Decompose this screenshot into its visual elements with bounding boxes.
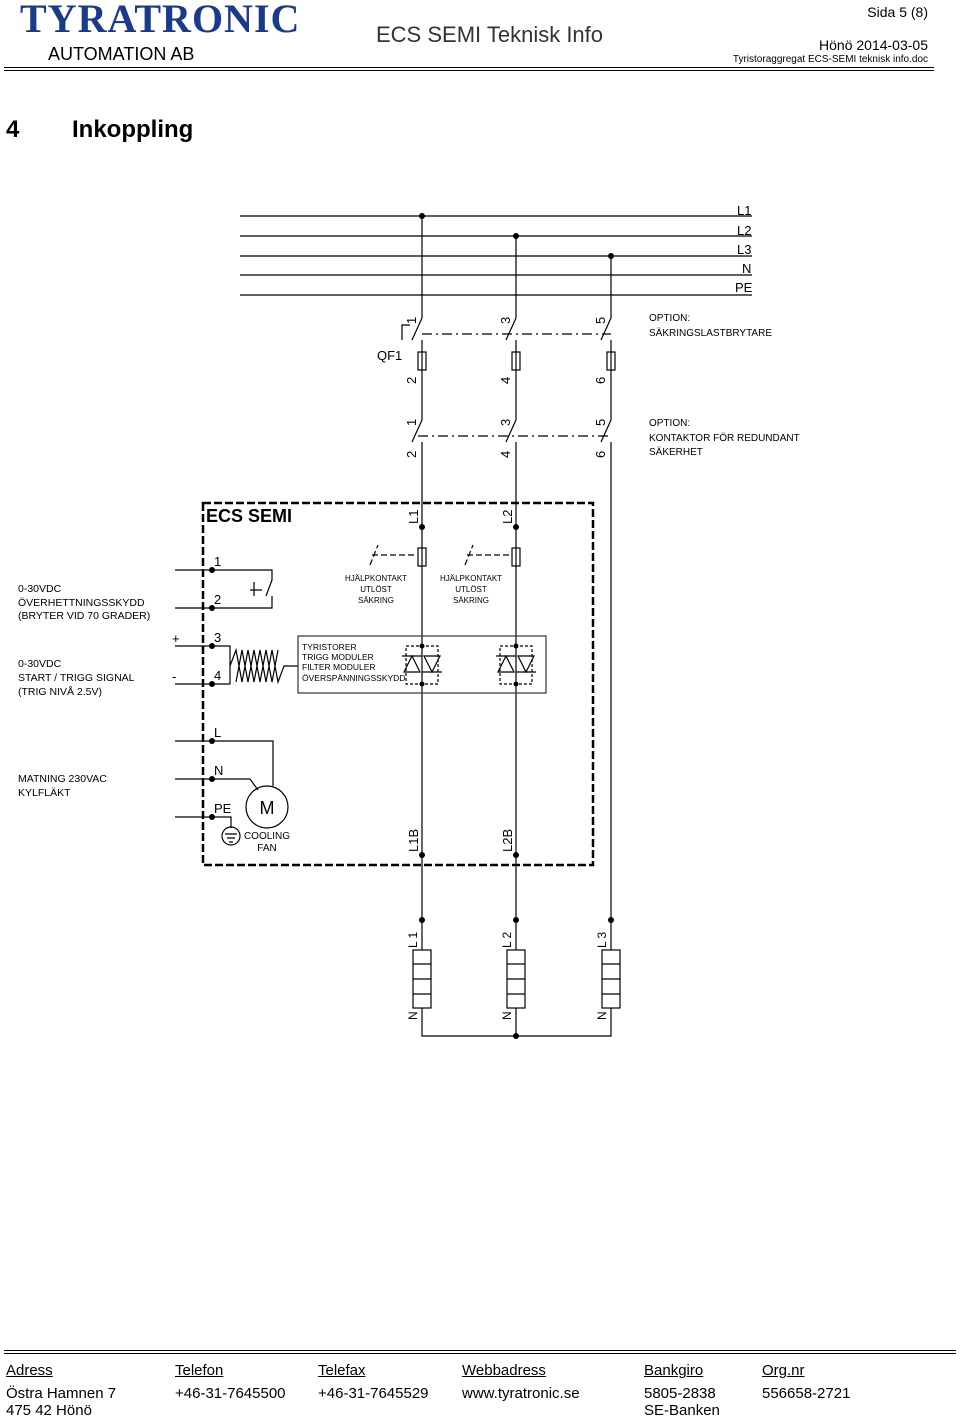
terminal-3: 3 [214, 630, 221, 645]
load1-top: L 1 [406, 931, 420, 948]
unit-l1: L1 [406, 510, 421, 524]
aux2-label-1: HJÄLPKONTAKT [440, 574, 502, 583]
out-l2b: L2B [500, 829, 515, 852]
signal1-note: (BRYTER VID 70 GRADER) [18, 610, 150, 622]
feed-label: MATNING 230VAC [18, 773, 107, 785]
terminal-1: 1 [214, 554, 221, 569]
qf1-term-3: 3 [498, 317, 513, 324]
footer-bankgiro-head: Bankgiro [644, 1362, 704, 1379]
footer-divider [4, 1350, 956, 1351]
qf1-term-4: 4 [498, 377, 513, 384]
bus-label-n: N [742, 261, 751, 276]
footer-address-line1: Östra Hamnen 7 [6, 1385, 117, 1402]
qf1-term-1: 1 [404, 317, 419, 324]
section-title: Inkoppling [72, 116, 194, 143]
aux2-label-2: UTLÖST [455, 585, 487, 594]
signal2-note: (TRIG NIVÅ 2.5V) [18, 685, 102, 698]
footer-fax-head: Telefax [318, 1362, 366, 1379]
unit-l2: L2 [500, 510, 515, 524]
footer-web-value: www.tyratronic.se [462, 1385, 580, 1402]
terminal-pe: PE [214, 801, 232, 816]
unit-title: ECS SEMI [206, 506, 292, 526]
footer-orgnr-value: 556658-2721 [762, 1385, 851, 1402]
terminal-2: 2 [214, 592, 221, 607]
footer-phone: Telefon +46-31-7645500 [175, 1362, 286, 1402]
terminal-n: N [214, 763, 223, 778]
module-line-2: TRIGG MODULER [302, 652, 374, 662]
module-line-1: TYRISTORER [302, 642, 357, 652]
k-term-6: 6 [593, 451, 608, 458]
k-term-3: 3 [498, 419, 513, 426]
aux1-label-1: HJÄLPKONTAKT [345, 574, 407, 583]
module-line-3: FILTER MODULER [302, 662, 376, 672]
page-number: Sida 5 (8) [867, 4, 928, 20]
footer-bankgiro: Bankgiro 5805-2838 SE-Banken [644, 1362, 720, 1419]
signal1-name: ÖVERHETTNINGSSKYDD [18, 597, 145, 609]
signal1-voltage: 0-30VDC [18, 583, 62, 595]
company-name: AUTOMATION AB [48, 44, 195, 64]
bus-label-l2: L2 [737, 223, 751, 238]
fan-label-1: COOLING [244, 831, 290, 842]
footer-address-head: Adress [6, 1362, 53, 1379]
terminal-l: L [214, 725, 221, 740]
aux2-label-3: SÄKRING [453, 596, 489, 605]
qf1-term-5: 5 [593, 317, 608, 324]
footer-phone-head: Telefon [175, 1362, 224, 1379]
section-number: 4 [6, 116, 20, 143]
logo-wordmark: TYRATRONIC [20, 0, 301, 41]
qf1-term-2: 2 [404, 377, 419, 384]
footer-phone-value: +46-31-7645500 [175, 1385, 286, 1402]
fan-label-2: FAN [257, 843, 276, 854]
footer-divider-2 [4, 1353, 956, 1354]
header-divider-2 [4, 70, 934, 71]
k-term-2: 2 [404, 451, 419, 458]
load3-top: L 3 [595, 931, 609, 948]
load3-bottom: N [595, 1011, 609, 1020]
feed-target: KYLFLÄKT [18, 787, 71, 799]
footer-orgnr-head: Org.nr [762, 1362, 805, 1379]
footer-fax-value: +46-31-7645529 [318, 1385, 429, 1402]
document-date: Hönö 2014-03-05 [819, 37, 928, 53]
module-line-4: ÖVERSPÄNNINGSSKYDD [302, 673, 405, 683]
company-logo: TYRATRONIC AUTOMATION AB [10, 0, 299, 64]
document-filename: Tyristoraggregat ECS-SEMI teknisk info.d… [732, 54, 928, 65]
bus-label-l1: L1 [737, 203, 751, 218]
option1-text: SÄKRINGSLASTBRYTARE [649, 327, 772, 339]
footer-web-head: Webbadress [462, 1362, 546, 1379]
option2-text-1: KONTAKTOR FÖR REDUNDANT [649, 432, 800, 444]
footer-address-line2: 475 42 Hönö [6, 1402, 92, 1419]
load2-bottom: N [500, 1011, 514, 1020]
aux1-label-2: UTLÖST [360, 585, 392, 594]
option2-text-2: SÄKERHET [649, 446, 703, 458]
wiring-diagram: L1 L2 L3 N PE QF1 1 3 5 2 4 6 1 3 5 2 4 … [18, 203, 800, 1039]
bus-label-pe: PE [735, 280, 753, 295]
k-term-1: 1 [404, 419, 419, 426]
load1-bottom: N [406, 1011, 420, 1020]
footer-bankgiro-line2: SE-Banken [644, 1402, 720, 1419]
document-title: ECS SEMI Teknisk Info [376, 22, 604, 47]
load2-top: L 2 [500, 931, 514, 948]
footer-bankgiro-line1: 5805-2838 [644, 1385, 716, 1402]
polarity-minus: - [172, 669, 176, 684]
option1-label: OPTION: [649, 313, 690, 324]
polarity-plus: + [172, 631, 180, 646]
qf1-term-6: 6 [593, 377, 608, 384]
terminal-4: 4 [214, 668, 221, 683]
footer-orgnr: Org.nr 556658-2721 [762, 1362, 850, 1402]
qf1-label: QF1 [377, 348, 402, 363]
footer-address: Adress Östra Hamnen 7 475 42 Hönö [6, 1362, 116, 1419]
header-divider [4, 67, 934, 68]
k-term-4: 4 [498, 451, 513, 458]
motor-symbol: M [260, 798, 275, 818]
signal2-name: START / TRIGG SIGNAL [18, 672, 135, 684]
option2-label: OPTION: [649, 418, 690, 429]
k-term-5: 5 [593, 419, 608, 426]
footer-web: Webbadress www.tyratronic.se [462, 1362, 580, 1402]
bus-label-l3: L3 [737, 242, 751, 257]
footer-fax: Telefax +46-31-7645529 [318, 1362, 429, 1402]
signal2-voltage: 0-30VDC [18, 658, 62, 670]
out-l1b: L1B [406, 829, 421, 852]
aux1-label-3: SÄKRING [358, 596, 394, 605]
